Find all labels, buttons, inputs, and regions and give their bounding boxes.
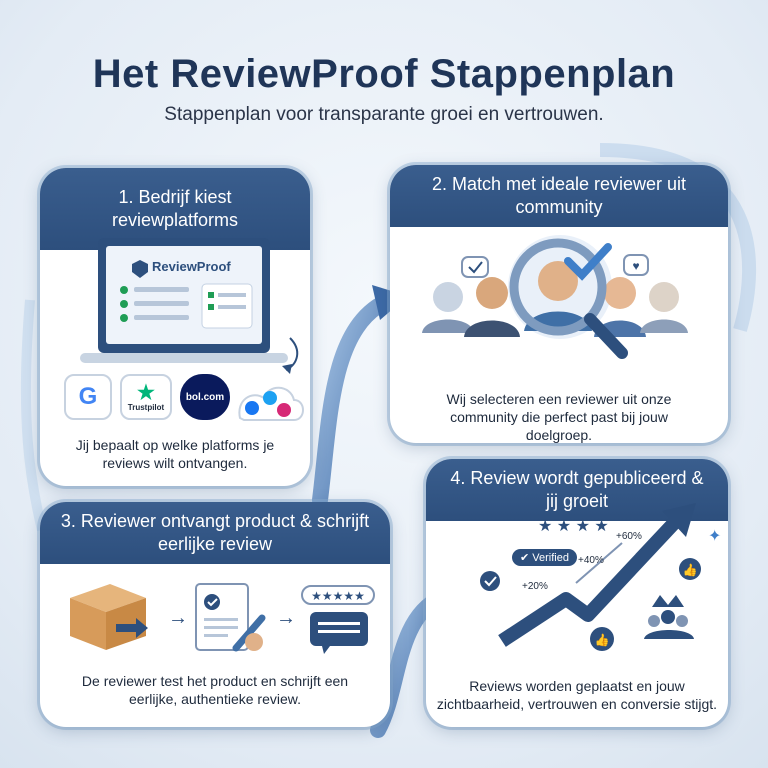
step-2-title: 2. Match met ideale reviewer uit communi… [431, 174, 687, 217]
sparkle-icon: ✦ [708, 528, 721, 545]
verified-check-icon [480, 571, 500, 591]
page-subtitle: Stappenplan voor transparante groei en v… [164, 104, 604, 125]
step-3-text: De reviewer test het product en schrijft… [81, 673, 349, 707]
svg-text:♥: ♥ [632, 259, 639, 273]
person-icon-5 [640, 282, 688, 333]
chat-check-icon [461, 256, 489, 278]
verified-pill: ✔ Verified [512, 549, 577, 566]
svg-text:👍: 👍 [595, 633, 610, 647]
check-icon [564, 243, 612, 281]
thumbs-up-icon: 👍 [679, 558, 701, 580]
community-icon [644, 610, 694, 639]
laptop-illustration [80, 238, 299, 374]
chat-heart-icon: ♥ [623, 254, 649, 276]
check-icon: ✔ [520, 552, 533, 564]
growth-label-20: +20% [522, 581, 548, 592]
speech-bubble-icon [310, 612, 368, 654]
arrow-right-icon: → [276, 607, 296, 629]
step-card-4: 4. Review wordt gepubliceerd & jij groei… [426, 459, 728, 727]
step-2-header: 2. Match met ideale reviewer uit communi… [390, 165, 728, 227]
magnifier-icon [509, 238, 607, 336]
step-card-3: 3. Reviewer ontvangt product & schrijft … [40, 502, 390, 727]
growth-illustration: ★ ★ ★ ★ 👍 👍 ✦ [480, 503, 721, 651]
google-badge: G [64, 374, 112, 420]
star-rating-card: ★★★★★ [301, 585, 375, 605]
document-icon [195, 583, 249, 651]
reviewer-community-illustration: ♥ [422, 235, 688, 359]
trustpilot-badge: ★ Trustpilot [120, 374, 172, 420]
verified-label: Verified [532, 552, 569, 564]
step-1-header: 1. Bedrijf kiest reviewplatforms [40, 168, 310, 250]
step-3-title: 3. Reviewer ontvangt product & schrijft … [60, 511, 370, 554]
step-2-text: Wij selecteren een reviewer uit onze com… [446, 391, 672, 443]
step-4-text: Reviews worden geplaatst en jouw zichtba… [436, 678, 718, 712]
step-4-header: 4. Review wordt gepubliceerd & jij groei… [426, 459, 728, 521]
app-name-label: ReviewProof [152, 259, 231, 274]
pen-icon [232, 614, 266, 652]
step-3-header: 3. Reviewer ontvangt product & schrijft … [40, 502, 390, 564]
person-icon-2 [464, 277, 520, 337]
package-icon [70, 584, 148, 650]
step-card-2: 2. Match met ideale reviewer uit communi… [390, 165, 728, 443]
stars-icon: ★ ★ ★ ★ [538, 518, 609, 535]
svg-text:👍: 👍 [683, 563, 698, 577]
bol-label: bol.com [185, 391, 225, 403]
page-title: Het ReviewProof Stappenplan [92, 52, 676, 96]
shield-icon [132, 260, 148, 278]
social-cloud-illustration [238, 386, 304, 421]
growth-label-40: +40% [578, 555, 604, 566]
growth-label-60: +60% [616, 531, 642, 542]
svg-text:★★★★★: ★★★★★ [311, 589, 365, 603]
step-card-1: 1. Bedrijf kiest reviewplatforms ReviewP… [40, 168, 310, 486]
step-1-text: Jij bepaalt op welke platforms je review… [75, 437, 275, 471]
star-icon: ★ [137, 381, 155, 404]
product-review-illustration: → → ★★★★★ [70, 583, 375, 654]
step-4-title: 4. Review wordt gepubliceerd & jij groei… [450, 468, 704, 511]
step-1-title: 1. Bedrijf kiest reviewplatforms [111, 187, 239, 230]
google-icon: G [78, 383, 98, 410]
bol-badge: bol.com [180, 374, 230, 420]
flow-arrow-1-2 [312, 294, 393, 508]
arrow-right-icon: → [168, 607, 188, 629]
crown-icon [652, 595, 684, 607]
trustpilot-label: Trustpilot [127, 402, 165, 412]
person-icon-1 [422, 282, 474, 333]
thumbs-up-icon: 👍 [590, 627, 614, 651]
growth-arrow [498, 516, 682, 647]
